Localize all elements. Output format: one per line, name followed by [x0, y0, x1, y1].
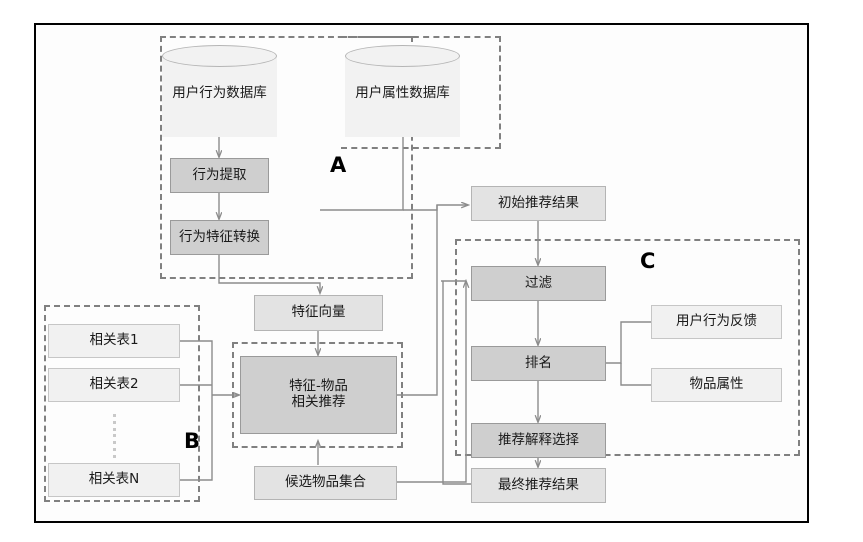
- cylinder-user-profile-db: 用户属性数据库: [345, 45, 460, 137]
- node-behavior-feature-transform[interactable]: 行为特征转换: [170, 220, 269, 255]
- group-label-a: A: [330, 153, 347, 177]
- node-behavior-extract[interactable]: 行为提取: [170, 158, 269, 193]
- node-item-attribute[interactable]: 物品属性: [651, 368, 782, 402]
- group-region-a-right-top: [341, 36, 501, 149]
- node-ranking[interactable]: 排名: [471, 346, 606, 381]
- node-relation-table-1[interactable]: 相关表1: [48, 324, 180, 358]
- cylinder-label: 用户属性数据库: [355, 85, 450, 101]
- node-initial-result[interactable]: 初始推荐结果: [471, 186, 606, 221]
- cylinder-cap: [162, 56, 277, 137]
- node-relation-table-2[interactable]: 相关表2: [48, 368, 180, 402]
- cylinder-user-behavior-db: 用户行为数据库: [162, 45, 277, 137]
- node-final-result[interactable]: 最终推荐结果: [471, 468, 606, 503]
- cylinder-top: [162, 45, 277, 67]
- group-label-c: C: [640, 249, 656, 273]
- node-filter[interactable]: 过滤: [471, 266, 606, 301]
- node-feature-vector[interactable]: 特征向量: [254, 295, 383, 331]
- node-user-behavior-feedback[interactable]: 用户行为反馈: [651, 305, 782, 339]
- node-explanation-select[interactable]: 推荐解释选择: [471, 423, 606, 458]
- group-label-b: B: [184, 429, 201, 453]
- cylinder-label: 用户行为数据库: [172, 85, 267, 101]
- node-relation-table-n[interactable]: 相关表N: [48, 463, 180, 497]
- node-candidate-item-set[interactable]: 候选物品集合: [254, 466, 397, 500]
- cylinder-top: [345, 45, 460, 67]
- node-feature-item-recommend[interactable]: 特征-物品 相关推荐: [240, 356, 397, 434]
- cylinder-cap: [345, 56, 460, 137]
- relation-table-ellipsis: [112, 414, 117, 458]
